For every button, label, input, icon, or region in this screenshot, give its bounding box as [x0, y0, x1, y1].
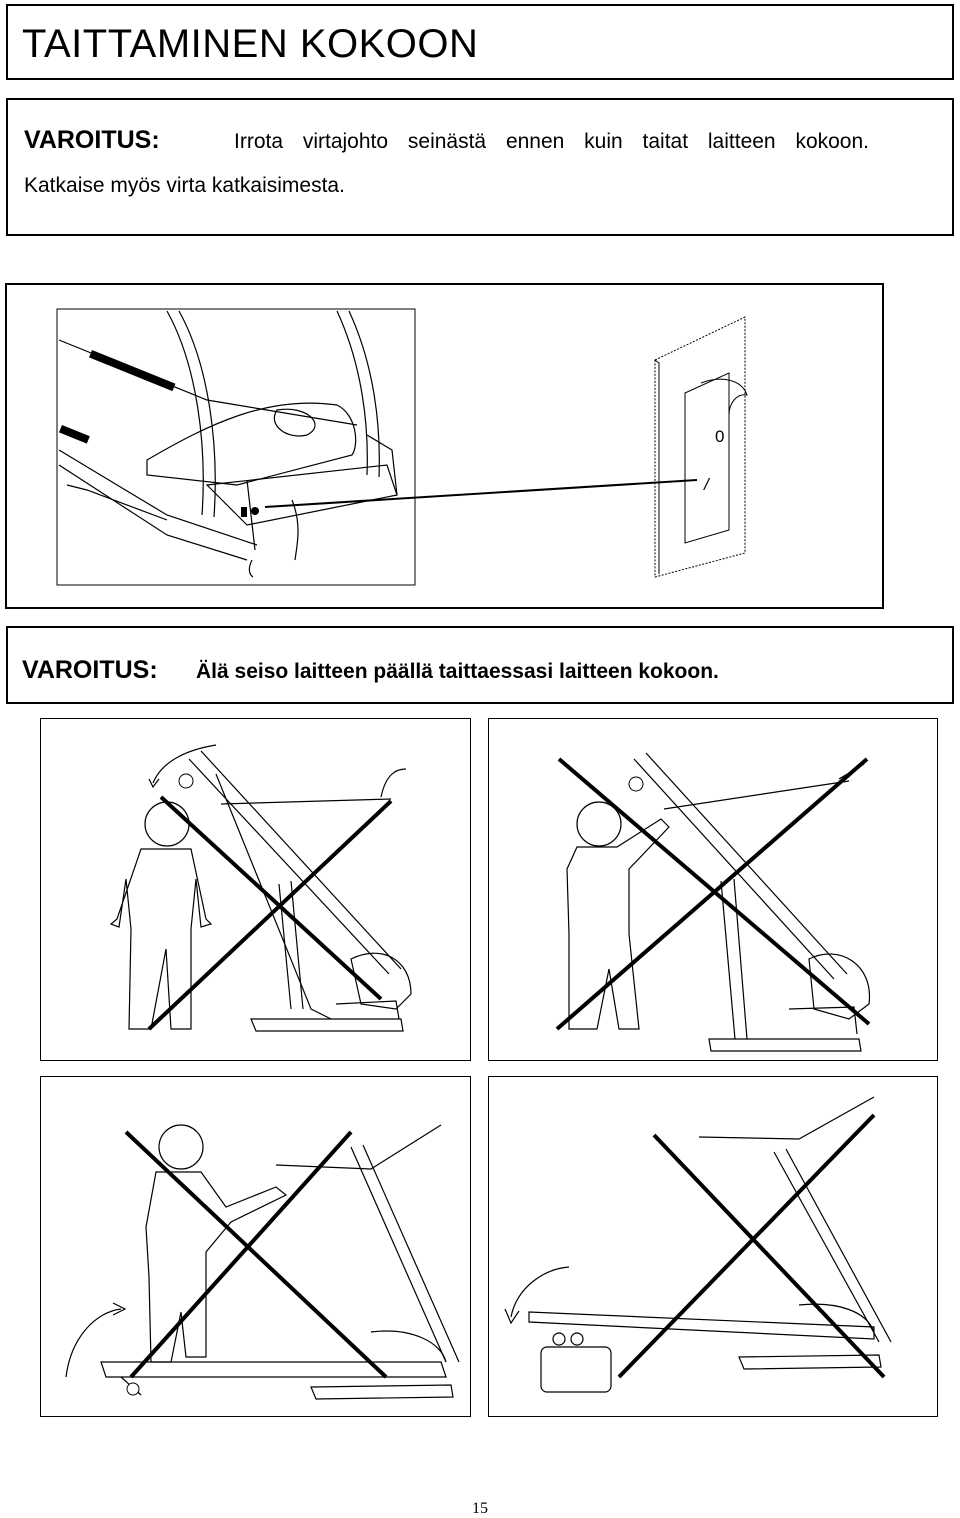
treadmill-switch-drawing	[56, 308, 748, 586]
switch-on-symbol: /	[704, 475, 709, 494]
power-switch-illustration: 0 /	[5, 283, 884, 609]
illustration-wrong-fold-4	[488, 1076, 938, 1417]
title-box: TAITTAMINEN KOKOON	[6, 4, 954, 80]
warning-text: Älä seiso laitteen päällä taittaessasi l…	[196, 660, 719, 683]
page-number: 15	[472, 1500, 488, 1517]
warning-box-power: VAROITUS: Irrota virtajohto seinästä enn…	[6, 98, 954, 236]
illustration-wrong-fold-1	[40, 718, 471, 1061]
illustration-wrong-fold-2	[488, 718, 938, 1061]
warning-text-line2: Katkaise myös virta katkaisimesta.	[24, 174, 345, 197]
warning-label: VAROITUS:	[22, 656, 158, 684]
illustration-wrong-fold-3	[40, 1076, 471, 1417]
warning-box-standing: VAROITUS: Älä seiso laitteen päällä tait…	[6, 626, 954, 704]
page-title: TAITTAMINEN KOKOON	[22, 22, 479, 66]
warning-text-line1: Irrota virtajohto seinästä ennen kuin ta…	[234, 130, 869, 153]
switch-off-symbol: 0	[715, 427, 725, 446]
warning-label: VAROITUS:	[24, 126, 160, 154]
